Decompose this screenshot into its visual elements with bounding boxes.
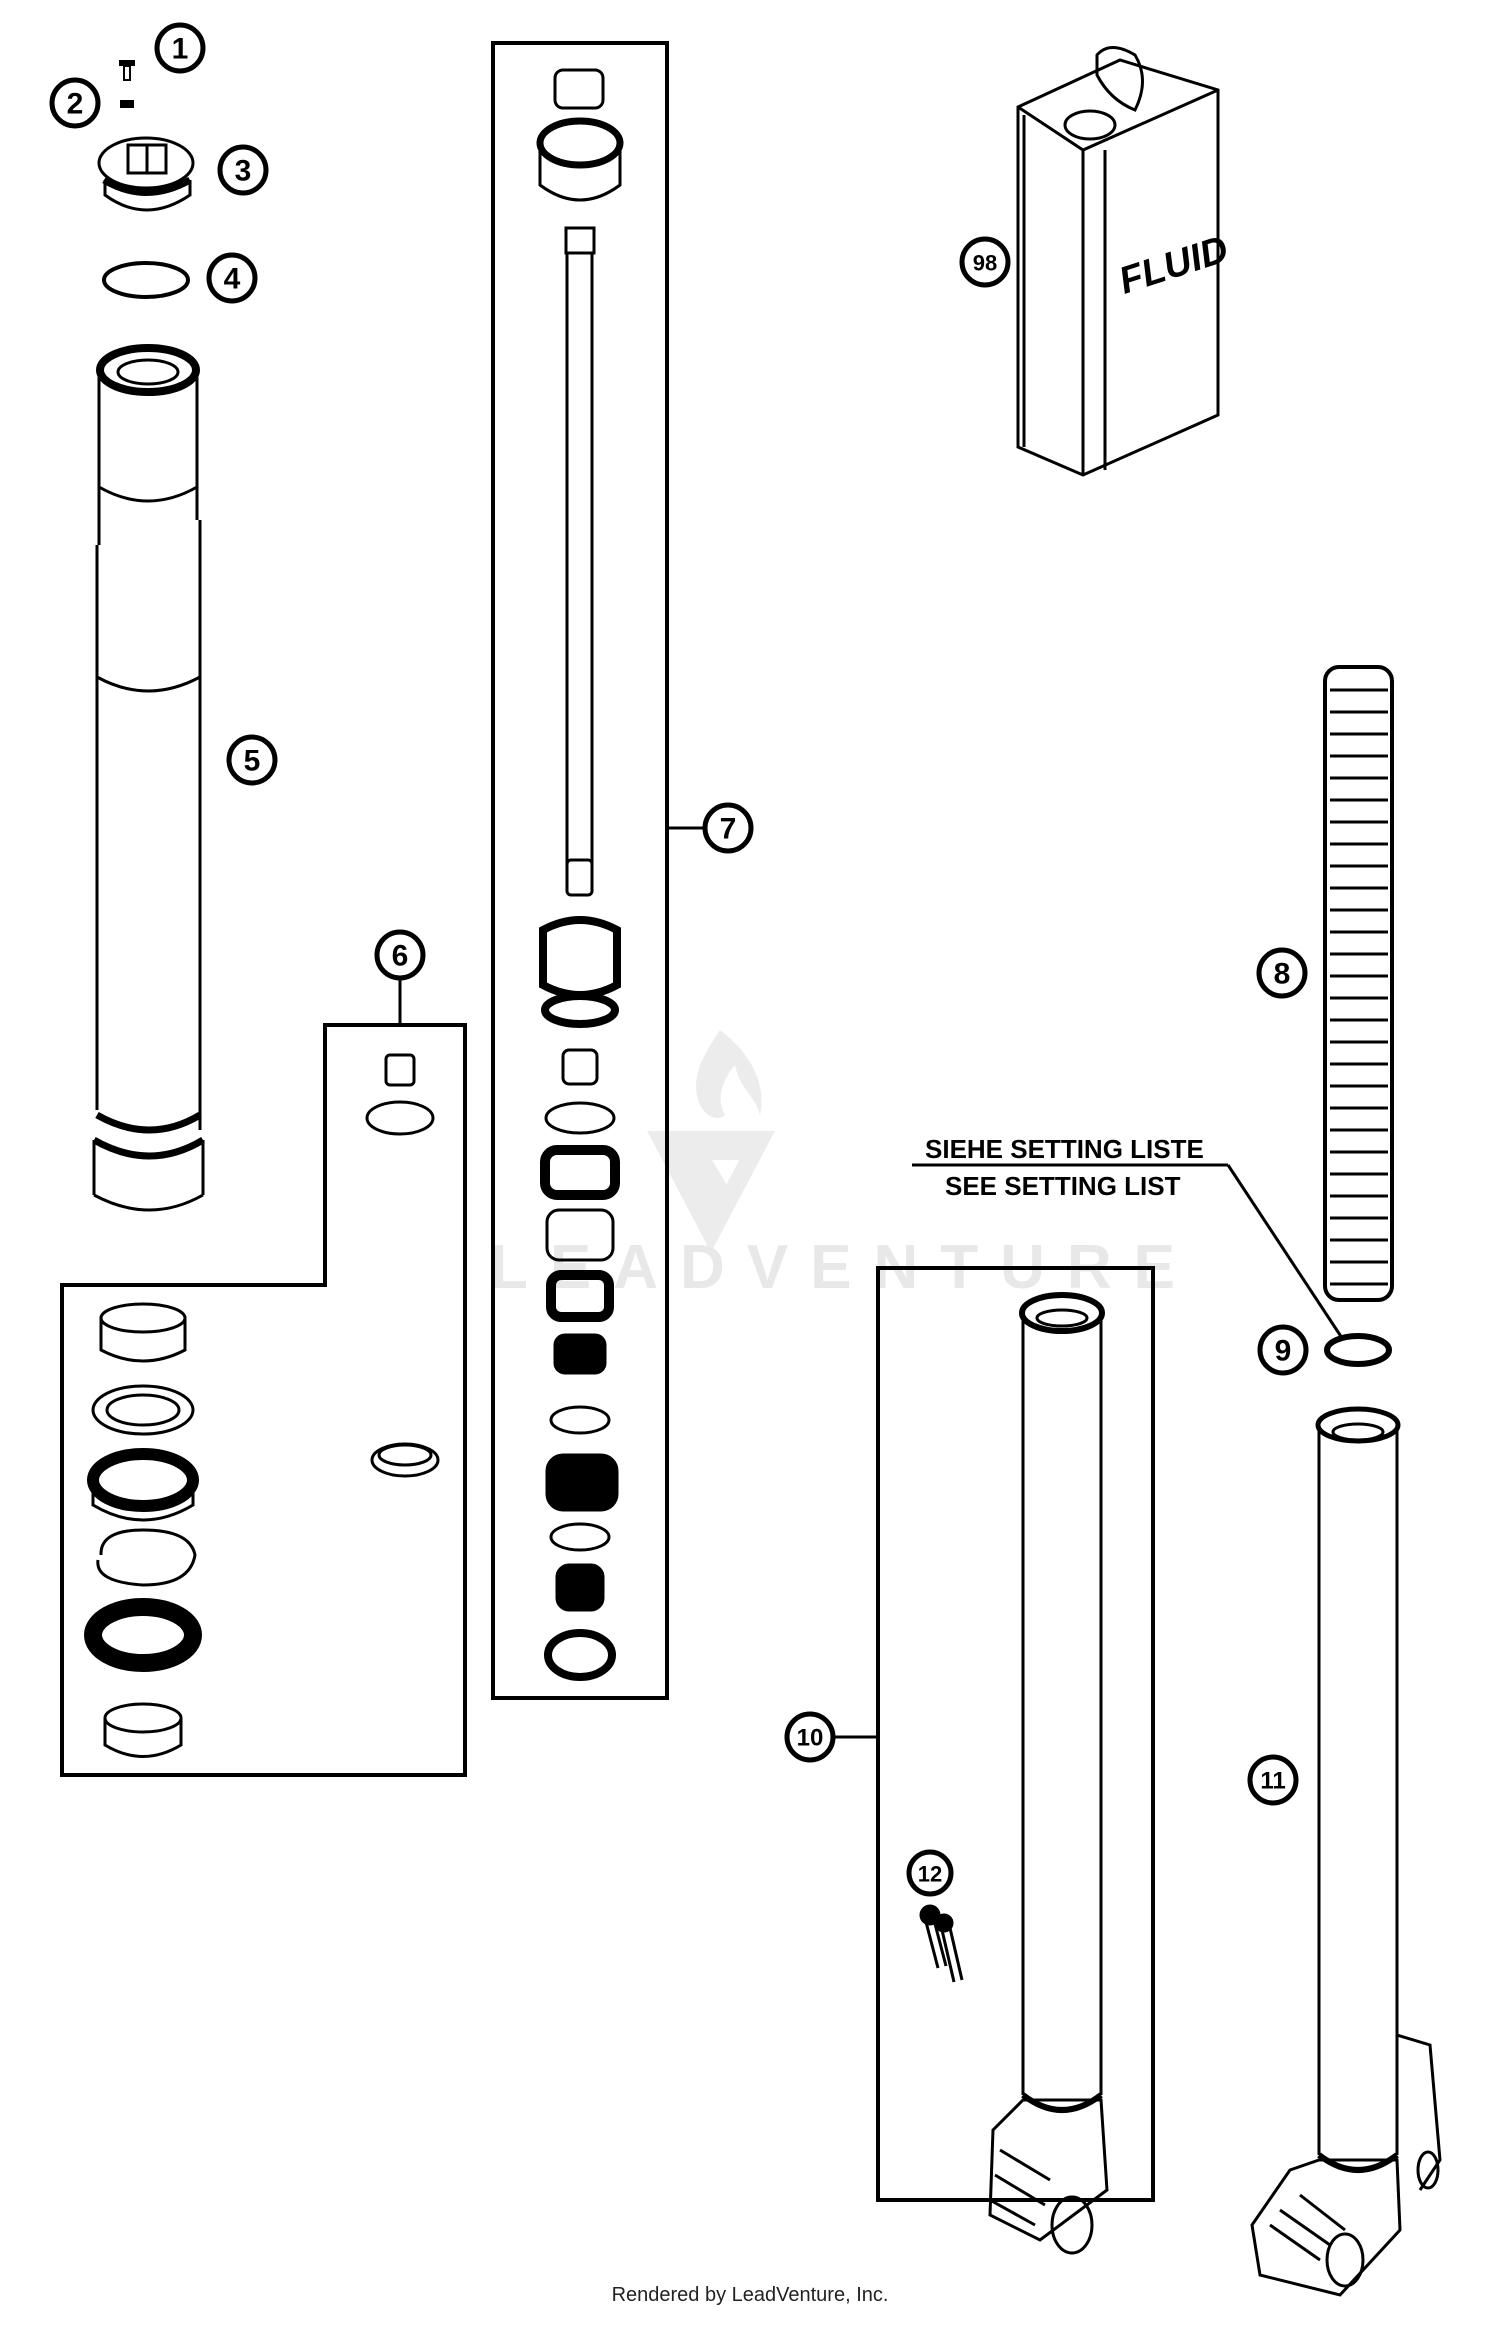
part-8-spring[interactable]: [1323, 665, 1394, 1302]
part-9-ring[interactable]: [1324, 1333, 1392, 1367]
setting-note-de: SIEHE SETTING LISTE: [925, 1134, 1204, 1164]
callout-8[interactable]: 8: [1256, 947, 1308, 999]
svg-text:10: 10: [797, 1725, 824, 1752]
svg-text:11: 11: [1260, 1768, 1285, 1795]
callout-98[interactable]: 98: [959, 236, 1011, 288]
part-6-kit-box: [60, 1023, 467, 1777]
callout-11[interactable]: 11: [1247, 1754, 1299, 1806]
footer-credit: Rendered by LeadVenture, Inc.: [611, 2284, 889, 2306]
svg-text:3: 3: [235, 155, 252, 188]
svg-text:98: 98: [973, 251, 997, 276]
part-4-o-ring[interactable]: [102, 261, 190, 299]
svg-text:4: 4: [224, 263, 241, 296]
part-10-box: [876, 1266, 1155, 2202]
svg-text:5: 5: [244, 745, 261, 778]
callout-4[interactable]: 4: [206, 252, 258, 304]
part-7-cartridge-box: [491, 41, 669, 1700]
part-5-upper-tube[interactable]: [92, 344, 205, 1212]
svg-text:12: 12: [918, 1862, 942, 1887]
callout-5[interactable]: 5: [226, 734, 278, 786]
part-10-fork-leg-left[interactable]: [988, 1292, 1109, 2255]
callout-9[interactable]: 9: [1257, 1324, 1309, 1376]
watermark-v-icon: [662, 1140, 760, 1233]
svg-text:2: 2: [67, 88, 84, 121]
callout-6[interactable]: 6: [374, 929, 426, 981]
part-98-fluid-can[interactable]: FLUID: [1016, 46, 1233, 477]
part-6-components[interactable]: [84, 1053, 440, 1758]
setting-note-en: SEE SETTING LIST: [945, 1171, 1181, 1201]
setting-note: SIEHE SETTING LISTE SEE SETTING LIST: [912, 1134, 1344, 1339]
callout-7[interactable]: 7: [702, 802, 754, 854]
part-12-bleed-screws[interactable]: [919, 1904, 964, 1983]
callout-labels: 1 2 3 4 5 6 7 8 9 10 11 12 98: [49, 22, 1309, 1897]
svg-text:6: 6: [392, 940, 409, 973]
watermark-v-shape-icon: [647, 1131, 775, 1253]
svg-text:9: 9: [1275, 1335, 1292, 1368]
watermark-flame-icon: [696, 1030, 762, 1118]
part-1-screw[interactable]: [119, 60, 135, 81]
callout-12[interactable]: 12: [906, 1849, 954, 1897]
callout-1[interactable]: 1: [154, 22, 206, 74]
part-2-seal[interactable]: [120, 100, 134, 108]
svg-text:7: 7: [720, 813, 737, 846]
svg-text:1: 1: [172, 33, 189, 66]
callout-3[interactable]: 3: [217, 144, 269, 196]
callout-2[interactable]: 2: [49, 77, 101, 129]
callout-10[interactable]: 10: [784, 1711, 836, 1763]
svg-text:8: 8: [1274, 958, 1291, 991]
part-3-cap[interactable]: [97, 136, 195, 212]
part-11-fork-leg-right[interactable]: [1250, 1406, 1442, 2297]
part-7-components[interactable]: [536, 68, 624, 1681]
